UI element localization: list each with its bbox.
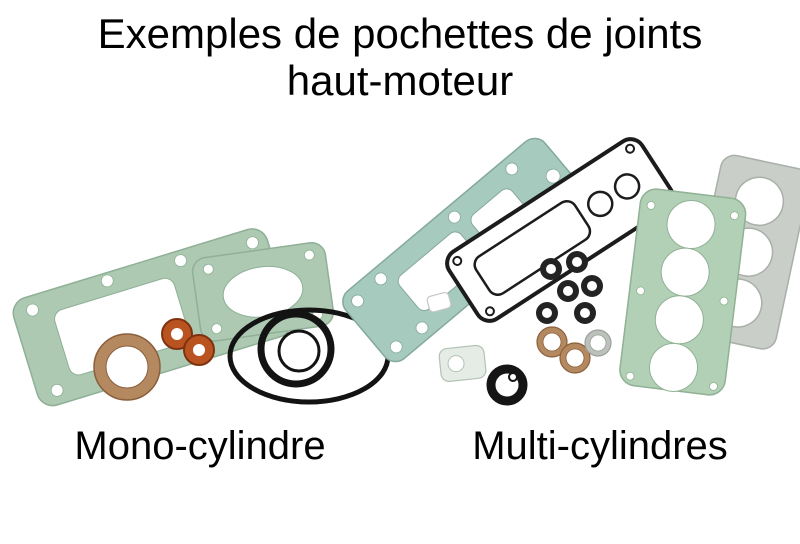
multi-cylinder-gasket-set	[342, 137, 800, 406]
title-line-1: Exemples de pochettes de joints	[97, 10, 703, 57]
mono-cylinder-gasket-set	[12, 228, 391, 407]
copper-washer	[93, 333, 161, 401]
exhaust-seal-orange	[161, 318, 193, 350]
head-gasket	[191, 242, 335, 342]
exhaust-seal-orange-2	[183, 334, 215, 366]
multi-head-gasket-green	[619, 188, 747, 396]
figure-title: Exemples de pochettes de joints haut-mot…	[0, 10, 800, 104]
caption-mono-cylindre: Mono-cylindre	[74, 424, 326, 468]
small-bracket-white	[426, 291, 452, 313]
caption-multi-cylindres: Multi-cylindres	[472, 424, 728, 468]
copper-washers	[536, 326, 612, 374]
oil-seal-black	[486, 364, 528, 406]
small-gasket	[438, 344, 487, 383]
valve-stem-seals-black	[536, 251, 603, 324]
title-line-2: haut-moteur	[286, 57, 514, 104]
